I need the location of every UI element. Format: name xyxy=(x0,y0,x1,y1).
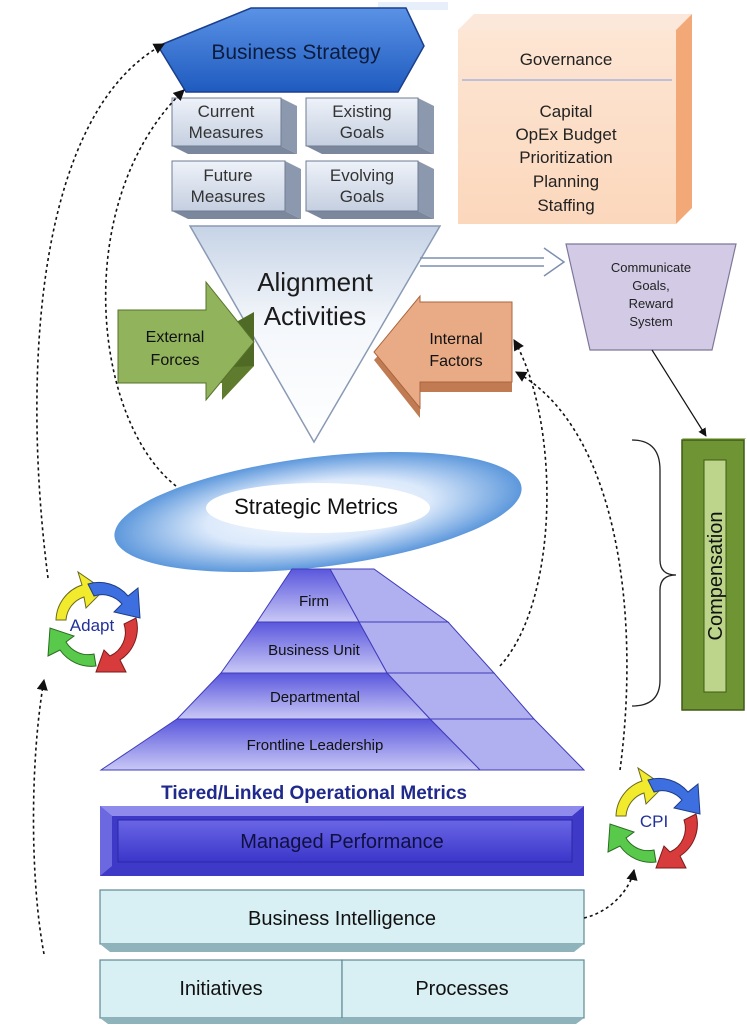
external-line2: Forces xyxy=(151,352,200,369)
external-forces-arrow: External Forces xyxy=(117,280,255,402)
business-intelligence-label: Business Intelligence xyxy=(248,908,436,930)
governance-item: OpEx Budget xyxy=(515,125,616,144)
governance-item: Capital xyxy=(540,102,593,121)
decorative-dots xyxy=(378,2,448,10)
pyramid-tier-firm: Firm xyxy=(299,593,329,610)
box-evolving-goals: Evolving Goals xyxy=(305,160,434,219)
bi-to-adapt-arrow xyxy=(32,678,48,955)
internal-factors-arrow: Internal Factors xyxy=(373,294,513,418)
communicate-to-compensation-arrow xyxy=(651,349,707,437)
processes-label: Processes xyxy=(415,978,508,1000)
internal-line2: Factors xyxy=(429,353,482,370)
bi-to-cpi-arrow xyxy=(583,868,638,919)
box-current-line1: Current xyxy=(198,102,255,121)
cpi-label: CPI xyxy=(640,812,668,831)
communicate-line: Communicate xyxy=(611,260,691,275)
cpi-to-internal-arrow xyxy=(515,371,628,771)
business-strategy-label: Business Strategy xyxy=(211,41,381,64)
box-future-line1: Future xyxy=(203,166,252,185)
communicate-line: Reward xyxy=(629,296,674,311)
governance-box: Governance Capital OpEx Budget Prioritiz… xyxy=(458,14,692,224)
alignment-line1: Alignment xyxy=(257,267,373,297)
measures-goals-grid: Current Measures Existing Goals Future M… xyxy=(171,97,434,219)
pyramid-caption: Tiered/Linked Operational Metrics xyxy=(161,783,467,804)
box-future-measures: Future Measures xyxy=(171,160,301,219)
pyramid-tier-frontline: Frontline Leadership xyxy=(247,737,384,754)
box-current-measures: Current Measures xyxy=(171,97,297,154)
compensation-label: Compensation xyxy=(705,512,727,641)
alignment-to-communicate-arrow xyxy=(420,247,566,277)
managed-performance: Managed Performance xyxy=(100,806,584,876)
governance-item: Prioritization xyxy=(519,148,613,167)
box-existing-line2: Goals xyxy=(340,123,384,142)
compensation-bar: Compensation xyxy=(631,438,746,711)
box-existing-line1: Existing xyxy=(332,102,392,121)
strategic-metrics: Strategic Metrics xyxy=(114,451,522,573)
metrics-to-strategy-arrow xyxy=(104,89,185,487)
external-line1: External xyxy=(146,329,205,346)
adapt-cycle-icon: Adapt xyxy=(47,570,141,673)
box-future-line2: Measures xyxy=(191,187,266,206)
compensation-brace xyxy=(631,439,677,707)
alignment-line2: Activities xyxy=(264,301,367,331)
cpi-cycle-icon: CPI xyxy=(607,766,701,869)
business-strategy: Business Strategy xyxy=(156,7,425,93)
communicate-line: Goals, xyxy=(632,278,670,293)
adapt-to-strategy-arrow xyxy=(36,43,165,579)
pyramid-tier-departmental: Departmental xyxy=(270,689,360,706)
base-blocks: Initiatives Processes xyxy=(99,959,585,1024)
box-current-line2: Measures xyxy=(189,123,264,142)
governance-item: Staffing xyxy=(537,196,594,215)
pyramid-tier-business-unit: Business Unit xyxy=(268,642,361,659)
box-evolving-line1: Evolving xyxy=(330,166,394,185)
pyramid-to-internal-arrow xyxy=(499,339,548,667)
box-existing-goals: Existing Goals xyxy=(305,97,434,154)
communicate-line: System xyxy=(629,314,672,329)
managed-performance-label: Managed Performance xyxy=(240,831,443,853)
communicate-box: Communicate Goals, Reward System xyxy=(565,243,737,351)
internal-line1: Internal xyxy=(429,331,482,348)
strategic-metrics-label: Strategic Metrics xyxy=(234,494,398,519)
business-intelligence: Business Intelligence xyxy=(99,889,585,952)
tiered-pyramid: Firm Business Unit Departmental Frontlin… xyxy=(99,568,586,771)
box-evolving-line2: Goals xyxy=(340,187,384,206)
initiatives-block xyxy=(99,959,343,1019)
adapt-label: Adapt xyxy=(70,616,115,635)
feedback-arrows xyxy=(32,43,638,955)
governance-title: Governance xyxy=(520,50,613,69)
governance-item: Planning xyxy=(533,172,599,191)
initiatives-label: Initiatives xyxy=(179,978,262,1000)
